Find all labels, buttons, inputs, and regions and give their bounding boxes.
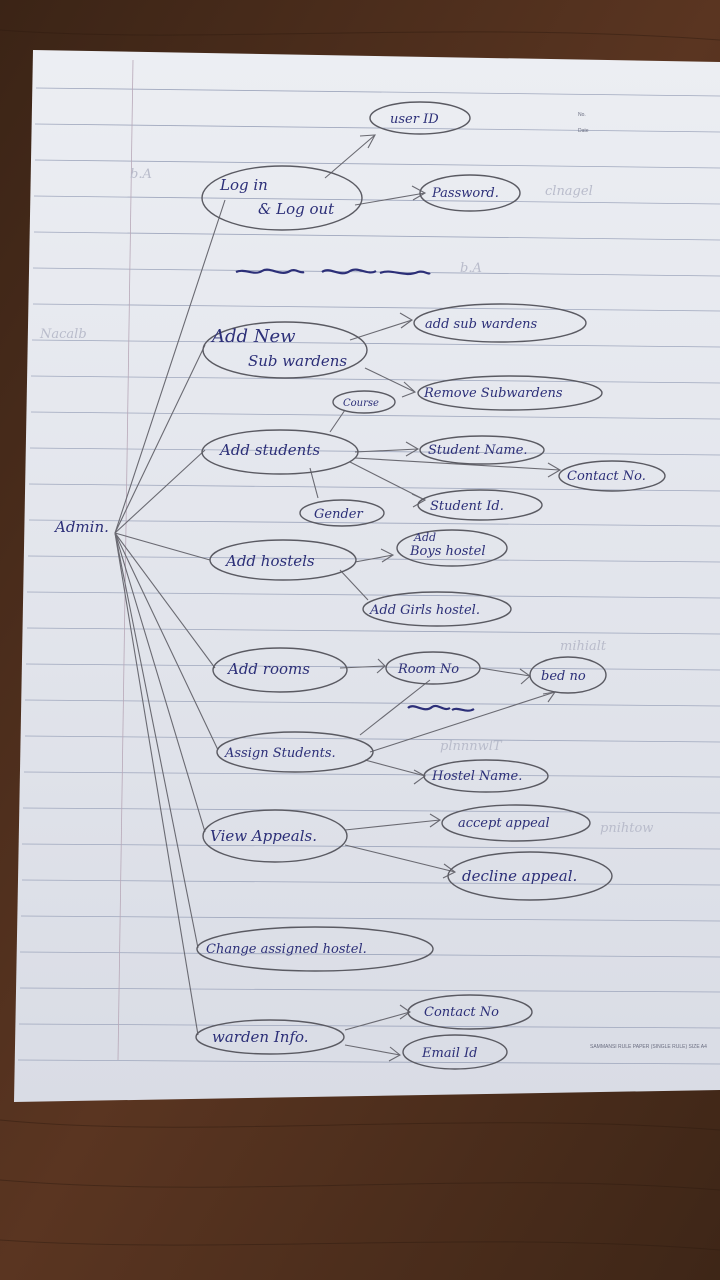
scribbled-out-text [235,268,475,712]
paper-header-no: No. [578,112,586,118]
node-user-id: user ID [369,101,471,135]
svg-text:user ID: user ID [390,112,439,127]
node-student-id: Student Id. [417,489,543,521]
ruled-lines [17,59,720,1065]
svg-text:Add hostels: Add hostels [224,552,315,570]
wood-grain [0,29,720,1251]
node-add-hostels: Add hostels [209,539,357,581]
node-gender: Gender [299,499,385,527]
svg-text:Contact No: Contact No [424,1005,499,1020]
node-warden-info: warden Info. [195,1019,345,1055]
svg-text:decline appeal.: decline appeal. [462,867,577,885]
connector-lines [114,134,561,1056]
node-add-new-line2: Sub wardens [248,352,347,370]
paper-header-date: Date [578,128,589,134]
svg-text:Room No: Room No [397,662,459,677]
svg-text:Nacalb: Nacalb [39,327,87,342]
svg-text:Contact No.: Contact No. [567,469,646,484]
svg-text:Student Id.: Student Id. [430,499,504,514]
node-add-new-line1: Add New [210,326,296,347]
node-email-id: Email Id [402,1034,508,1070]
node-bed-no: bed no [529,656,607,694]
node-view-appeals: View Appeals. [202,809,348,863]
svg-text:Gender: Gender [314,507,363,522]
node-change-assigned-hostel: Change assigned hostel. [196,926,434,972]
node-add-sub-wardens: add sub wardens [413,303,587,343]
node-add-new-sub-wardens: Add New Sub wardens [202,321,368,379]
node-contact-no-student: Contact No. [558,460,666,492]
node-login-line1: Log in [219,176,268,194]
node-add-girls-hostel: Add Girls hostel. [362,591,512,627]
node-course: Course [332,390,396,414]
svg-text:add sub wardens: add sub wardens [425,317,538,332]
svg-text:Add: Add [413,531,436,544]
paper-sheet [14,50,720,1102]
node-password: Password. [419,174,521,212]
svg-text:warden Info.: warden Info. [212,1028,309,1046]
node-contact-no-warden: Contact No [407,994,533,1030]
svg-text:Assign Students.: Assign Students. [224,746,336,761]
svg-text:bed no: bed no [541,669,586,684]
node-remove-subwardens: Remove Subwardens [417,375,603,411]
svg-text:Course: Course [343,398,379,409]
node-assign-students: Assign Students. [216,731,374,773]
svg-text:Remove Subwardens: Remove Subwardens [423,386,563,401]
svg-text:Hostel Name.: Hostel Name. [431,769,522,784]
svg-text:Add rooms: Add rooms [226,660,310,678]
node-student-name: Student Name. [419,435,545,465]
svg-text:plnnnwlT: plnnnwlT [440,739,503,754]
node-add-students: Add students [201,429,359,475]
svg-text:pnihtow: pnihtow [600,821,653,836]
svg-text:b.A: b.A [130,167,152,182]
svg-text:Add students: Add students [218,441,320,459]
actor-admin-label: Admin. [53,518,109,536]
node-login-line2: & Log out [258,200,335,218]
svg-text:Change assigned hostel.: Change assigned hostel. [206,942,367,957]
node-decline-appeal: decline appeal. [447,851,613,901]
svg-text:View Appeals.: View Appeals. [210,827,317,845]
svg-text:Add Girls hostel.: Add Girls hostel. [369,603,480,618]
show-through-ghost-marks: b.A clnagel b.A Nacalb mihialt pnihtow p… [39,167,653,836]
node-add-boys-hostel: Add Boys hostel [396,529,508,567]
node-login-logout: Log in & Log out [201,165,363,231]
paper-brand-print: SAMMANSI RULE PAPER (SINGLE RULE) SIZE A… [590,1044,707,1050]
node-accept-appeal: accept appeal [441,804,591,842]
svg-text:b.A: b.A [460,261,482,276]
svg-text:Student Name.: Student Name. [428,443,528,458]
svg-text:clnagel: clnagel [545,184,593,199]
svg-text:mihialt: mihialt [560,639,607,654]
node-add-rooms: Add rooms [212,647,348,693]
svg-text:Email Id: Email Id [421,1046,477,1061]
node-hostel-name: Hostel Name. [423,759,549,793]
svg-text:accept appeal: accept appeal [458,816,550,831]
svg-text:Boys hostel: Boys hostel [409,544,485,559]
svg-text:Password.: Password. [431,186,499,201]
node-room-no: Room No [385,651,481,685]
